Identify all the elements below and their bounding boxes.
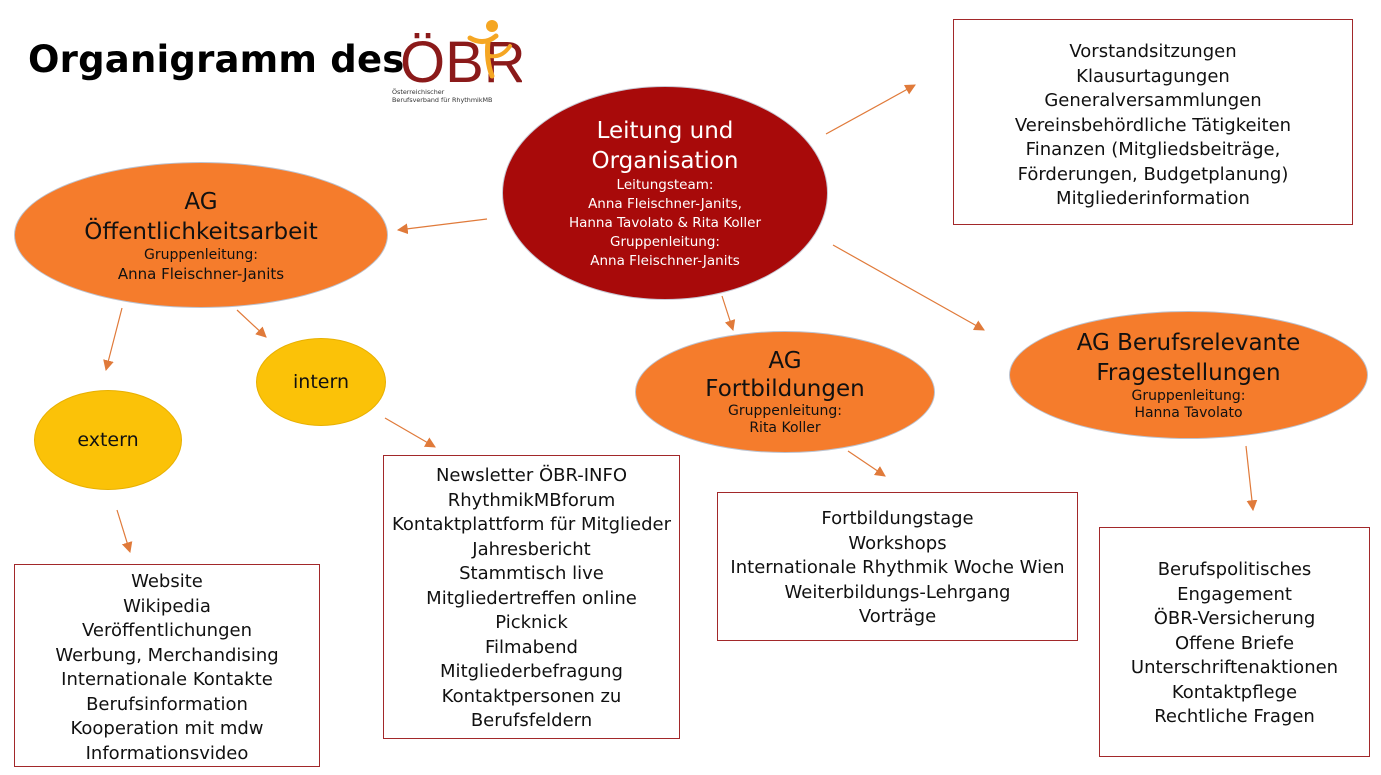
- box-berufs-tasks: Berufspolitisches Engagement ÖBR-Versich…: [1099, 527, 1370, 757]
- node-ag-oeffentlichkeitsarbeit: AG Öffentlichkeitsarbeit Gruppenleitung:…: [14, 162, 388, 308]
- extern-task-item: Werbung, Merchandising: [55, 644, 279, 666]
- extern-task-item: Informationsvideo: [85, 742, 249, 764]
- intern-task-item: Newsletter ÖBR-INFO: [435, 465, 628, 486]
- extern-task-item: Veröffentlichungen: [82, 620, 252, 641]
- logo-letters: ÖBR: [400, 30, 522, 95]
- berufsrelevant-title-line2: Fragestellungen: [1096, 360, 1281, 386]
- berufs-task-item: Rechtliche Fragen: [1154, 706, 1315, 727]
- leitung-line4: Gruppenleitung:: [610, 233, 720, 250]
- oeffentlichkeit-title-line1: AG: [184, 188, 218, 215]
- box-intern-tasks: Newsletter ÖBR-INFO RhythmikMBforum Kont…: [383, 455, 680, 739]
- berufsrelevant-line1: Gruppenleitung:: [1131, 388, 1246, 404]
- leitung-task-item: Förderungen, Budgetplanung): [1017, 163, 1289, 185]
- arrow-oeffentlichkeit-to-extern: [103, 307, 123, 372]
- leitung-task-item: Generalversammlungen: [1044, 90, 1262, 111]
- intern-task-item: Mitgliedertreffen online: [426, 587, 637, 609]
- leitung-line1: Leitungsteam:: [616, 176, 714, 193]
- arrow-berufsrelevant-to-list: [1245, 445, 1258, 512]
- arrow-leitung-to-tasks: [825, 84, 916, 135]
- leitung-task-item: Klausurtagungen: [1076, 65, 1230, 87]
- intern-task-item: Jahresbericht: [472, 538, 591, 560]
- berufs-task-item: Kontaktpflege: [1171, 681, 1298, 703]
- dancing-figure-icon: [467, 20, 512, 79]
- extern-task-item: Internationale Kontakte: [61, 669, 273, 690]
- fortbildung-task-item: Weiterbildungs-Lehrgang: [784, 581, 1011, 603]
- arrow-intern-to-list: [384, 417, 436, 448]
- arrow-extern-to-list: [116, 509, 133, 554]
- logo-subtitle-line2: Berufsverband für RhythmikMB: [392, 96, 493, 104]
- arrow-fortbildungen-to-list: [847, 450, 886, 477]
- fortbildungen-line2: Rita Koller: [749, 420, 821, 436]
- berufs-task-item: ÖBR-Versicherung: [1153, 608, 1316, 629]
- intern-task-item: Stammtisch live: [459, 563, 604, 584]
- leitung-line3: Hanna Tavolato & Rita Koller: [568, 214, 762, 231]
- logo-subtitle-line1: Österreichischer: [392, 88, 445, 96]
- extern-task-item: Kooperation mit mdw: [70, 718, 264, 739]
- node-leitung-organisation: Leitung und Organisation Leitungsteam: A…: [502, 86, 828, 300]
- intern-task-item: Kontaktplattform für Mitglieder: [391, 514, 672, 535]
- leitung-line2: Anna Fleischner-Janits,: [588, 195, 742, 212]
- leitung-task-item: Mitgliederinformation: [1056, 188, 1250, 209]
- box-fortbildung-tasks: Fortbildungstage Workshops International…: [717, 492, 1078, 641]
- fortbildung-task-item: Internationale Rhythmik Woche Wien: [730, 557, 1065, 578]
- leitung-task-item: Finanzen (Mitgliedsbeiträge,: [1025, 139, 1281, 160]
- arrow-leitung-to-oeffentlichkeit: [396, 218, 488, 235]
- node-extern: extern: [34, 390, 182, 490]
- berufs-task-item: Unterschriftenaktionen: [1130, 657, 1339, 678]
- oeffentlichkeit-line2: Anna Fleischner-Janits: [117, 264, 285, 283]
- berufsrelevant-title-line1: AG Berufsrelevante: [1076, 330, 1301, 356]
- obr-logo: ÖBR: [400, 20, 522, 95]
- extern-task-item: Berufsinformation: [86, 693, 248, 715]
- arrow-leitung-to-fortbildungen: [721, 295, 736, 332]
- berufs-task-item: Offene Briefe: [1174, 632, 1295, 654]
- intern-label: intern: [293, 371, 349, 393]
- berufs-task-item: Berufspolitisches: [1157, 559, 1312, 580]
- fortbildung-task-item: Workshops: [848, 532, 947, 554]
- leitung-title-line1: Leitung und: [596, 117, 734, 144]
- intern-task-item: Berufsfeldern: [470, 710, 593, 731]
- node-ag-fortbildungen: AG Fortbildungen Gruppenleitung: Rita Ko…: [635, 331, 935, 453]
- intern-task-item: Mitgliederbefragung: [440, 661, 623, 682]
- fortbildung-task-item: Fortbildungstage: [821, 508, 974, 529]
- intern-task-item: Kontaktpersonen zu: [441, 685, 622, 707]
- extern-label: extern: [77, 429, 139, 451]
- fortbildungen-title-line1: AG: [768, 348, 802, 374]
- fortbildungen-line1: Gruppenleitung:: [728, 403, 842, 419]
- leitung-task-item: Vereinsbehördliche Tätigkeiten: [1014, 114, 1292, 136]
- oeffentlichkeit-line1: Gruppenleitung:: [144, 246, 258, 263]
- berufs-task-item: Engagement: [1177, 583, 1292, 605]
- intern-task-item: Picknick: [495, 612, 568, 633]
- oeffentlichkeit-title-line2: Öffentlichkeitsarbeit: [84, 218, 318, 245]
- arrow-leitung-to-berufsrelevant: [832, 244, 985, 331]
- box-leitung-tasks: Vorstandsitzungen Klausurtagungen Genera…: [953, 19, 1353, 225]
- node-intern: intern: [256, 338, 386, 426]
- logo-subtitle: Österreichischer Berufsverband für Rhyth…: [392, 88, 492, 104]
- extern-task-item: Website: [131, 571, 203, 592]
- extern-task-item: Wikipedia: [123, 595, 211, 617]
- intern-task-item: RhythmikMBforum: [447, 489, 616, 511]
- node-ag-berufsrelevante-fragestellungen: AG Berufsrelevante Fragestellungen Grupp…: [1009, 311, 1368, 439]
- intern-task-item: Filmabend: [485, 636, 578, 658]
- fortbildungen-title-line2: Fortbildungen: [705, 376, 865, 402]
- leitung-task-item: Vorstandsitzungen: [1069, 41, 1237, 62]
- berufsrelevant-line2: Hanna Tavolato: [1134, 405, 1243, 421]
- leitung-line5: Anna Fleischner-Janits: [590, 252, 740, 269]
- fortbildung-task-item: Vorträge: [858, 606, 937, 627]
- arrow-oeffentlichkeit-to-intern: [236, 309, 267, 338]
- leitung-title-line2: Organisation: [591, 147, 739, 174]
- box-extern-tasks: Website Wikipedia Veröffentlichungen Wer…: [14, 564, 320, 767]
- page-title: Organigramm des: [28, 38, 405, 81]
